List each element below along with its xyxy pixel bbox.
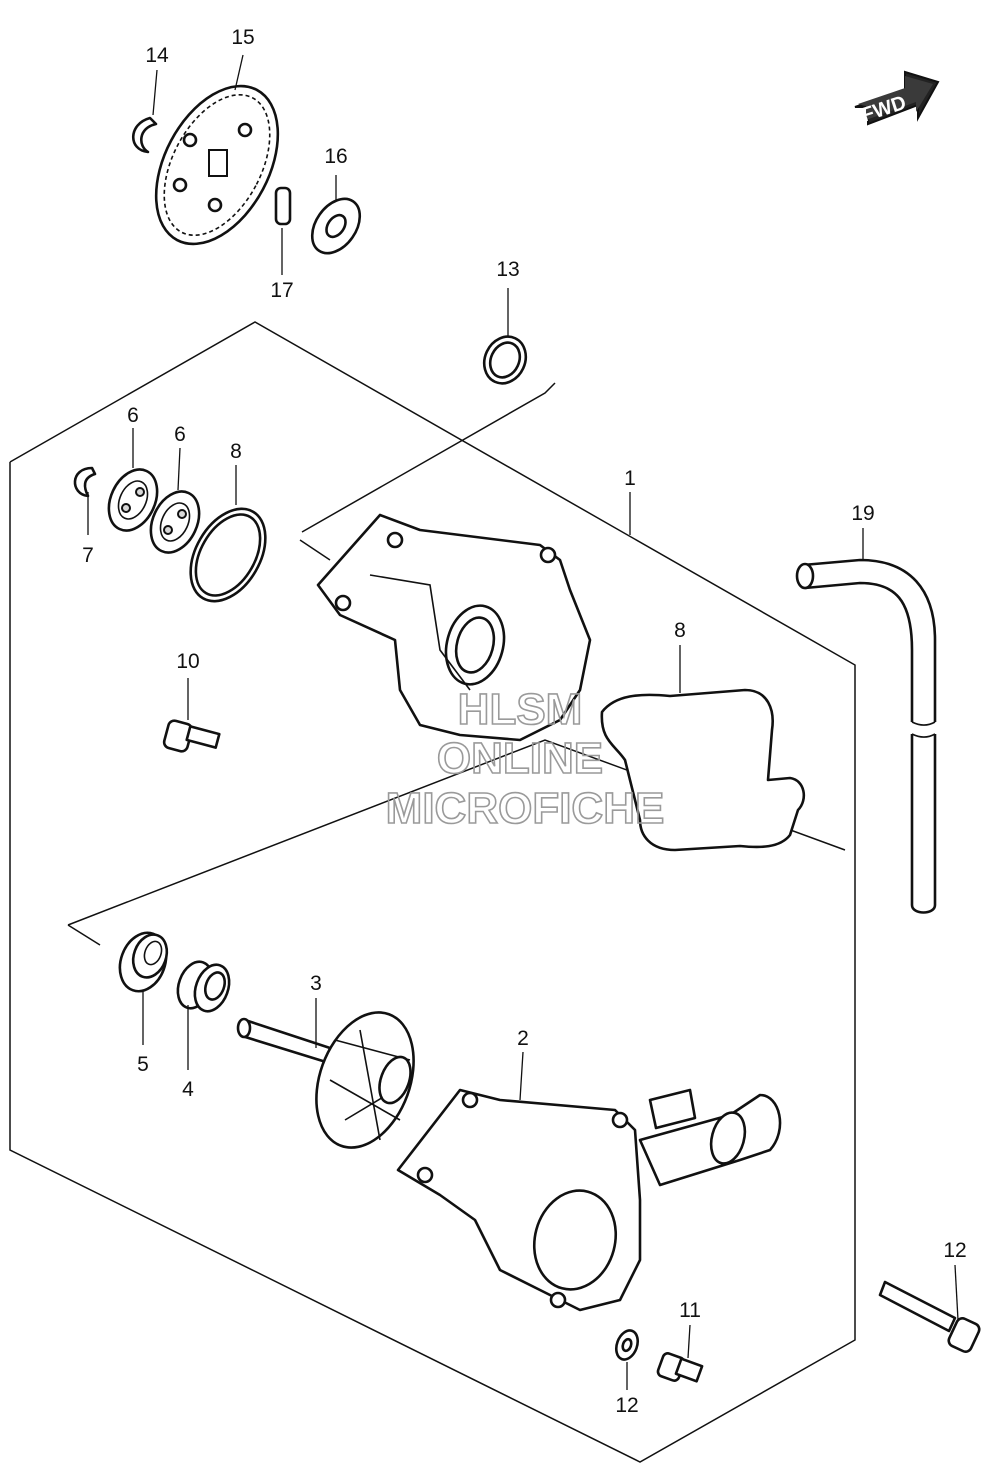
callout-2: 2 (517, 1027, 529, 1050)
bearing-right (149, 490, 201, 554)
assembly-frame-upper (9, 321, 856, 1248)
callout-15: 14 (145, 44, 169, 67)
cover-bolt (162, 719, 221, 753)
dowel-pin (274, 186, 292, 226)
callout-10: 10 (176, 650, 199, 673)
callout-4: 4 (182, 1078, 194, 1101)
leader-lines (87, 54, 959, 1390)
watermark-line-3: MICROFICHE (386, 784, 665, 833)
cover-gasket (600, 688, 806, 852)
sub-frame-cover (301, 382, 556, 533)
callout-3: 3 (310, 972, 322, 995)
callout-8: 8 (674, 619, 686, 642)
callout-9: 8 (230, 440, 242, 463)
callout-14: 13 (496, 258, 519, 281)
callout-16: 15 (231, 26, 254, 49)
drain-bolt (656, 1352, 704, 1383)
watermark-line-2: ONLINE (437, 734, 603, 783)
callout-7: 7 (82, 544, 94, 567)
callout-17: 16 (324, 145, 347, 168)
e-clip (73, 466, 97, 498)
callout-19: 19 (851, 502, 874, 525)
sub-frame-link (299, 539, 331, 561)
watermark: HLSM ONLINE MICROFICHE (385, 684, 665, 834)
sealing-washer (614, 1329, 640, 1361)
pump-drive-gear (154, 84, 280, 246)
callout-18: 17 (270, 279, 293, 302)
callout-12: 12 (615, 1394, 638, 1417)
case-bolt (878, 1280, 981, 1353)
callout-6a: 6 (127, 404, 139, 427)
callout-5: 5 (137, 1053, 149, 1076)
impeller-shaft (236, 1011, 415, 1149)
callout-13: 12 (943, 1239, 966, 1262)
water-pump-case (396, 1088, 782, 1312)
oil-seal (176, 960, 231, 1013)
assembly-frame-lower (9, 462, 856, 1463)
o-ring-small (482, 335, 528, 385)
water-pump-cover (316, 513, 592, 742)
circlip (132, 116, 158, 154)
o-ring-large (189, 507, 267, 603)
bearing-left (107, 468, 159, 532)
callout-11: 11 (679, 1299, 701, 1322)
callout-1: 1 (624, 467, 636, 490)
fwd-label: FWD (859, 92, 909, 127)
watermark-line-1: HLSM (458, 685, 583, 734)
sub-frame-link-2 (67, 924, 101, 946)
coolant-hose (795, 558, 940, 914)
mechanical-seal (118, 931, 169, 993)
fwd-arrow-icon: FWD (854, 70, 940, 127)
callout-6b: 6 (174, 423, 186, 446)
thrust-washer (310, 197, 362, 255)
